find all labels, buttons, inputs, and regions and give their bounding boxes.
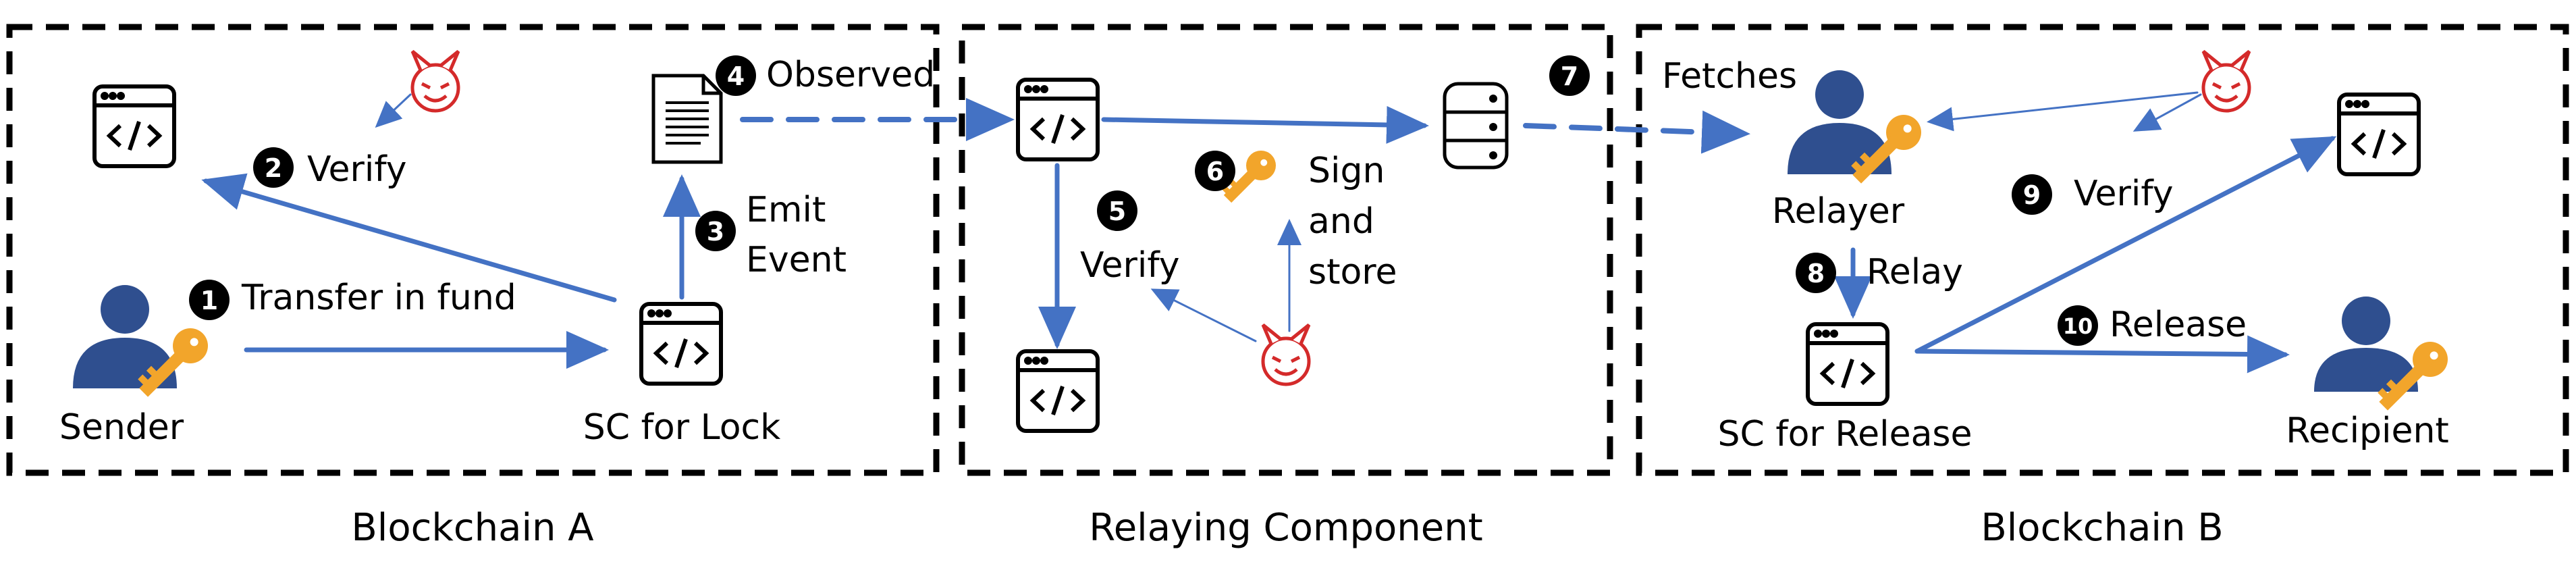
step-4-badge bbox=[716, 55, 756, 96]
step-5-badge bbox=[1097, 190, 1137, 231]
sender-label: Sender bbox=[59, 407, 184, 448]
arrow-verify-a bbox=[201, 173, 617, 303]
step-10-label: Release bbox=[2110, 305, 2247, 345]
devil-icon-b bbox=[2201, 50, 2251, 113]
step-10-badge bbox=[2058, 305, 2098, 346]
step-6-badge bbox=[1195, 151, 1235, 191]
devil-icon-a bbox=[410, 50, 460, 113]
region-title-b: Blockchain B bbox=[1981, 506, 2223, 550]
step-7-badge bbox=[1549, 55, 1590, 96]
step-9-label: Verify bbox=[2074, 174, 2174, 214]
arrow-fetches bbox=[1523, 110, 1750, 154]
recipient-label: Recipient bbox=[2286, 411, 2449, 451]
region-title-relaying: Relaying Component bbox=[1089, 506, 1482, 550]
step-1-number: 1 bbox=[200, 286, 218, 315]
step-8-badge bbox=[1796, 253, 1836, 293]
attack-arrow-relayer bbox=[1927, 91, 2199, 132]
sc-release-code-window-icon bbox=[1806, 322, 1889, 406]
step-3-badge bbox=[695, 211, 736, 251]
step-6-label-line2: and bbox=[1308, 201, 1374, 242]
region-title-a: Blockchain A bbox=[351, 506, 593, 550]
devil-icon-relay bbox=[1261, 324, 1311, 386]
sc-release-label: SC for Release bbox=[1717, 414, 1972, 455]
step-10-number: 10 bbox=[2063, 313, 2093, 339]
verify-b-code-window-icon bbox=[2337, 93, 2421, 176]
sc-lock-label: SC for Lock bbox=[583, 407, 780, 448]
step-2-number: 2 bbox=[265, 153, 282, 183]
step-3-label-line2: Event bbox=[746, 240, 847, 280]
step-7-label: Fetches bbox=[1662, 56, 1797, 97]
document-icon bbox=[651, 74, 723, 164]
relay-verify-code-window-icon bbox=[1016, 349, 1100, 433]
arrow-store bbox=[1101, 105, 1429, 144]
step-1-label: Transfer in fund bbox=[241, 278, 516, 318]
step-3-number: 3 bbox=[707, 217, 724, 247]
step-5-number: 5 bbox=[1108, 197, 1126, 226]
step-6-label-line1: Sign bbox=[1308, 151, 1385, 191]
region-blockchain-b bbox=[1636, 24, 2569, 476]
arrow-verify-b bbox=[1914, 136, 2337, 354]
attack-arrow-verify bbox=[1150, 288, 1257, 342]
step-2-label: Verify bbox=[307, 149, 407, 190]
step-9-number: 9 bbox=[2023, 180, 2041, 210]
step-8-number: 8 bbox=[1807, 259, 1825, 288]
step-8-label: Relay bbox=[1867, 252, 1963, 292]
step-4-label: Observed bbox=[766, 55, 935, 95]
sender-key-icon bbox=[138, 328, 208, 397]
sc-lock-code-window-icon bbox=[639, 302, 723, 386]
recipient-person-icon bbox=[2314, 297, 2418, 392]
attack-arrow-verify-b bbox=[2132, 93, 2202, 132]
arrows bbox=[201, 91, 2337, 374]
database-icon bbox=[1443, 82, 1509, 170]
step-9-badge bbox=[2012, 174, 2052, 215]
recipient-key-icon bbox=[2378, 342, 2448, 411]
sender-person-icon bbox=[73, 285, 177, 388]
step-7-number: 7 bbox=[1561, 61, 1578, 91]
step-6-number: 6 bbox=[1206, 157, 1224, 186]
region-blockchain-a bbox=[6, 24, 940, 476]
sign-key-icon bbox=[1221, 151, 1276, 203]
attack-arrow-a bbox=[375, 93, 412, 128]
step-3-label-line1: Emit bbox=[746, 190, 826, 230]
step-5-label: Verify bbox=[1080, 245, 1180, 286]
step-2-badge bbox=[253, 147, 294, 188]
relayer-key-icon bbox=[1851, 115, 1921, 184]
step-1-badge bbox=[189, 280, 230, 320]
relay-code-window-icon bbox=[1016, 78, 1100, 161]
step-4-number: 4 bbox=[727, 61, 745, 91]
step-6-label-line3: store bbox=[1308, 252, 1397, 292]
arrow-release bbox=[1914, 335, 2290, 374]
relayer-label: Relayer bbox=[1772, 191, 1905, 232]
code-window-icon bbox=[92, 84, 176, 168]
